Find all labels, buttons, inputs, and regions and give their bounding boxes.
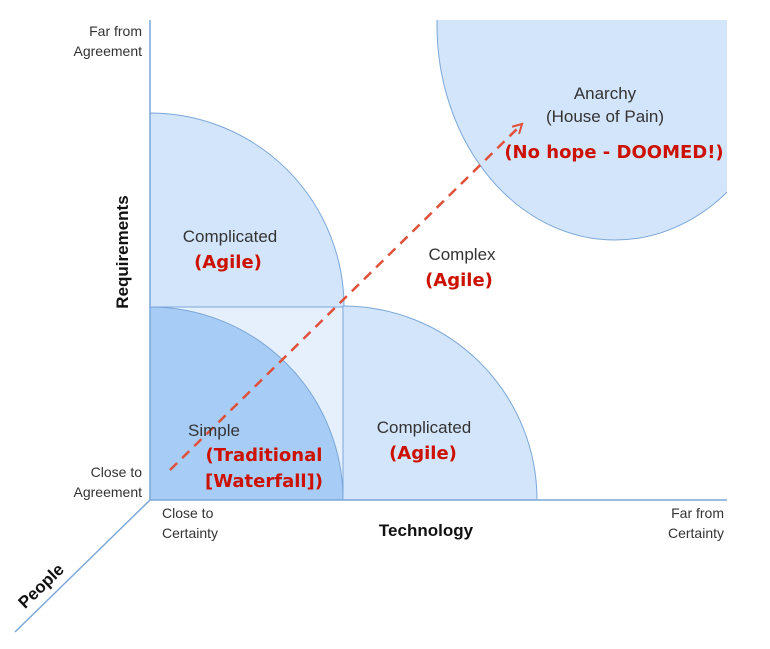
y-bottom-label-1: Close to	[91, 464, 143, 480]
y-axis-title: Requirements	[113, 195, 132, 308]
complicated-right-title: Complicated	[377, 418, 472, 437]
anarchy-zone	[436, 20, 727, 241]
x-left-label-2: Certainty	[162, 525, 218, 541]
trend-arrow	[169, 124, 522, 471]
complex-title: Complex	[428, 245, 496, 264]
anarchy-subtitle: (House of Pain)	[546, 107, 664, 126]
x-axis-title: Technology	[379, 521, 474, 540]
complicated-right-zone	[342, 305, 538, 501]
x-left-label-1: Close to	[162, 505, 214, 521]
z-axis-title: People	[15, 560, 68, 612]
y-bottom-label-2: Agreement	[74, 484, 143, 500]
x-right-label-2: Certainty	[668, 525, 724, 541]
simple-note-1: (Traditional	[206, 445, 323, 466]
z-axis-line	[14, 499, 151, 633]
y-top-label-2: Agreement	[74, 43, 143, 59]
y-top-label-1: Far from	[89, 23, 142, 39]
complex-note: (Agile)	[425, 270, 493, 291]
simple-note-2: [Waterfall])	[205, 471, 323, 492]
simple-zone	[149, 306, 344, 501]
anarchy-note: (No hope - DOOMED!)	[504, 142, 723, 163]
anarchy-title: Anarchy	[574, 84, 637, 103]
complicated-top-title: Complicated	[183, 227, 278, 246]
simple-title: Simple	[188, 421, 240, 440]
complicated-top-note: (Agile)	[194, 252, 262, 273]
complicated-right-note: (Agile)	[389, 443, 457, 464]
complicated-top-zone	[149, 112, 345, 308]
x-right-label-1: Far from	[671, 505, 724, 521]
